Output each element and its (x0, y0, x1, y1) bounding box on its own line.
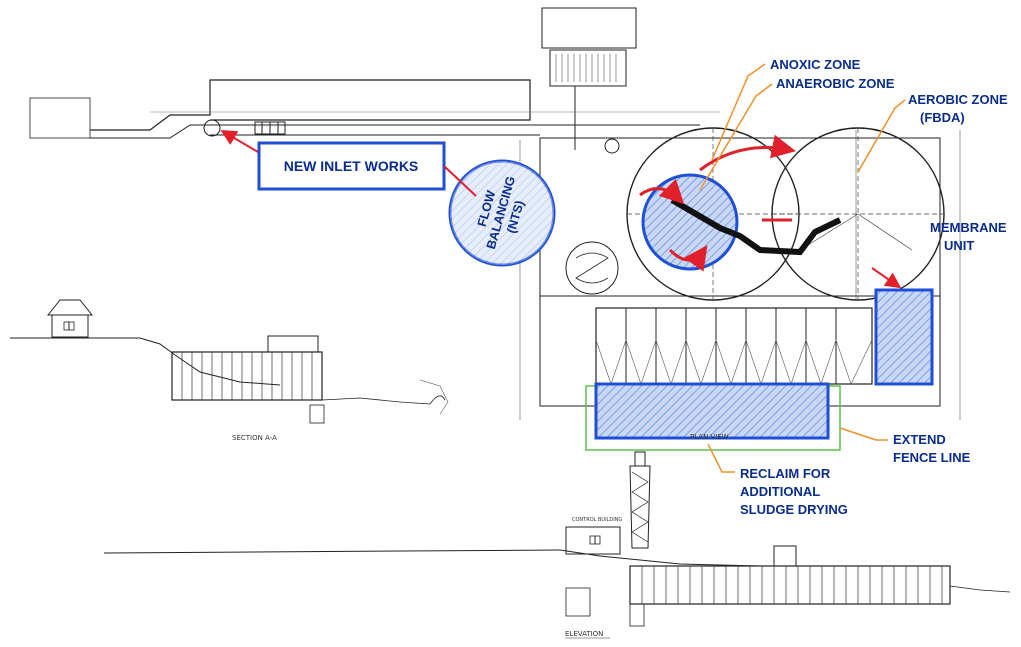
membrane-unit-label-2: UNIT (944, 238, 974, 253)
aerobic-zone-label-1: AEROBIC ZONE (908, 92, 1008, 107)
new-inlet-works-label: NEW INLET WORKS (284, 158, 419, 174)
section-a-a-drawing: SECTION A-A (10, 299, 449, 442)
anaerobic-zone-label: ANAEROBIC ZONE (776, 76, 895, 91)
reclaim-callout: RECLAIM FOR ADDITIONAL SLUDGE DRYING (707, 443, 848, 517)
flow-balancing-tank: FLOW BALANCING (NTS) (448, 159, 556, 267)
extend-fence-label-2: FENCE LINE (893, 450, 971, 465)
control-panel-building (541, 7, 637, 150)
new-inlet-works-callout: NEW INLET WORKS (220, 129, 477, 197)
aerobic-zone-label-2: (FBDA) (920, 110, 965, 125)
anoxic-zone-label: ANOXIC ZONE (770, 57, 861, 72)
recycle-arrows (639, 134, 796, 272)
anoxic-zone-callout: ANOXIC ZONE (711, 57, 861, 161)
aerobic-zone-callout: AEROBIC ZONE (FBDA) (857, 92, 1008, 173)
elevation-title: ELEVATION (565, 630, 603, 638)
interconnecting-pipe (670, 197, 842, 256)
extend-fence-label-1: EXTEND (893, 432, 946, 447)
calorination-contact-tank (565, 138, 620, 295)
membrane-tank-row (595, 307, 873, 385)
reclaim-label-1: RECLAIM FOR (740, 466, 831, 481)
extend-fence-callout: EXTEND FENCE LINE (839, 427, 971, 465)
reclaim-label-2: ADDITIONAL (740, 484, 820, 499)
water-tower (629, 451, 651, 549)
access-road-and-pipeline (29, 79, 720, 139)
reclaim-sludge-area: PLAN VIEW (585, 382, 841, 451)
membrane-unit-label-1: MEMBRANE (930, 220, 1007, 235)
membrane-unit-highlight (874, 288, 934, 386)
section-a-a-title: SECTION A-A (232, 434, 277, 442)
membrane-unit-callout: MEMBRANE UNIT (871, 220, 1007, 289)
reclaim-label-3: SLUDGE DRYING (740, 502, 848, 517)
anaerobic-zone-callout: ANAEROBIC ZONE (699, 76, 895, 191)
control-building-label: CONTROL BUILDING (572, 517, 622, 523)
aeration-tank-2 (771, 127, 945, 301)
plan-view-title: PLAN VIEW (690, 433, 729, 441)
elevation-drawing: CONTROL BUILDING ELEVATION (103, 517, 1011, 639)
